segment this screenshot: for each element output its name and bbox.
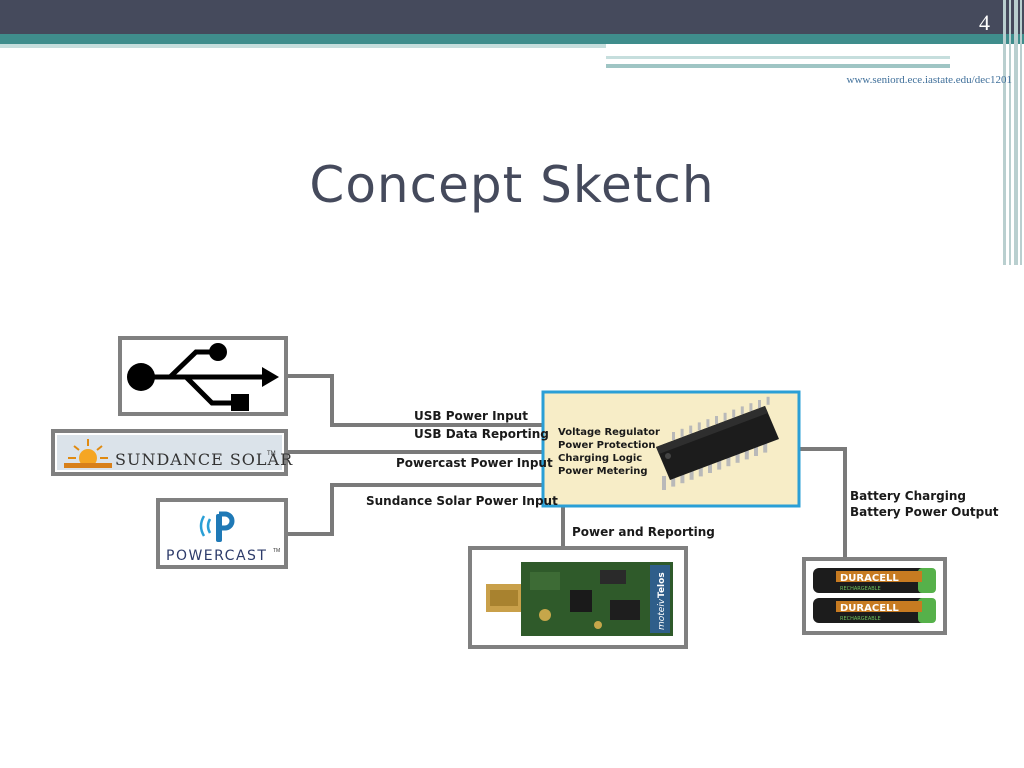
label-battery-charging: Battery Charging xyxy=(850,489,966,503)
wire-powercast xyxy=(286,483,543,536)
vertical-stripe xyxy=(1014,0,1018,265)
chip-pin xyxy=(717,455,722,470)
telos-board-icon: moteiv Telos xyxy=(486,562,673,636)
chip-pin xyxy=(735,448,740,463)
chip-pin xyxy=(732,409,736,418)
function-voltage-regulator: Voltage Regulator xyxy=(558,427,660,438)
chip-pin xyxy=(763,438,768,453)
header-accent-stripe xyxy=(0,34,1024,44)
powercast-tm: TM xyxy=(273,548,280,554)
vertical-stripe xyxy=(1020,0,1022,265)
duracell-logo-text: DURACELL xyxy=(840,603,899,614)
telos-brand: moteiv xyxy=(657,598,667,630)
battery-icon: DURACELL RECHARGEABLE xyxy=(813,598,936,623)
chip-pin xyxy=(672,432,675,440)
duracell-sub-text: RECHARGEABLE xyxy=(840,586,881,592)
chip-pin xyxy=(740,406,744,415)
chip-pin xyxy=(698,462,703,477)
chip-pin xyxy=(754,442,758,456)
powercast-box: POWERCAST TM xyxy=(156,498,288,569)
usb-box xyxy=(118,336,288,416)
chip-pin xyxy=(708,459,712,473)
slide-number: 4 xyxy=(979,10,990,35)
sun-icon xyxy=(64,439,112,468)
label-battery-power-output: Battery Power Output xyxy=(850,505,999,519)
header-light-stripe xyxy=(0,44,610,48)
chip-pin xyxy=(662,476,666,490)
header-right-line xyxy=(606,64,950,68)
wire-battery xyxy=(799,447,847,560)
label-usb-data-reporting: USB Data Reporting xyxy=(414,427,549,441)
battery-icon: DURACELL RECHARGEABLE xyxy=(813,568,936,593)
powercast-p-icon xyxy=(199,511,235,542)
wires xyxy=(286,374,847,560)
usb-icon xyxy=(127,343,279,411)
chip-pin xyxy=(723,412,727,421)
source-url: www.seniord.ece.iastate.edu/dec1201 xyxy=(846,74,1012,86)
controller-box: Voltage Regulator Power Protection Charg… xyxy=(541,390,801,508)
chip-pin xyxy=(744,445,749,460)
label-usb-power-input: USB Power Input xyxy=(414,409,528,423)
label-power-and-reporting: Power and Reporting xyxy=(572,525,715,539)
chip-pin xyxy=(766,396,770,405)
function-charging-logic: Charging Logic xyxy=(558,453,642,464)
telos-box: moteiv Telos xyxy=(468,546,688,649)
chip-pin xyxy=(715,416,718,424)
duracell-sub-text: RECHARGEABLE xyxy=(840,616,881,622)
sundance-logo-text: SUNDANCE SOLAR xyxy=(115,450,293,469)
chip-pin xyxy=(706,419,710,428)
telos-name: Telos xyxy=(657,572,667,598)
label-powercast-power-input: Powercast Power Input xyxy=(396,456,553,470)
chip-pin xyxy=(697,422,701,431)
header-right-line xyxy=(606,56,950,59)
chip-pin xyxy=(689,425,693,434)
function-power-protection: Power Protection xyxy=(558,440,655,451)
chip-pin xyxy=(671,472,676,487)
chip-pin xyxy=(726,452,731,467)
label-sundance-solar-power-input: Sundance Solar Power Input xyxy=(366,494,558,508)
chip-pin xyxy=(680,469,685,484)
sundance-box: SUNDANCE SOLAR TM xyxy=(51,429,293,476)
page-title: Concept Sketch xyxy=(309,156,715,214)
vertical-stripe xyxy=(1009,0,1011,265)
chip-pin xyxy=(749,403,753,412)
chip-pin xyxy=(689,465,694,480)
vertical-stripe xyxy=(1003,0,1006,265)
function-power-metering: Power Metering xyxy=(558,466,648,477)
powercast-logo-text: POWERCAST xyxy=(166,548,267,564)
duracell-logo-text: DURACELL xyxy=(840,573,899,584)
wire-usb xyxy=(286,374,543,427)
chip-pin xyxy=(758,400,761,408)
chip-pin xyxy=(680,428,684,437)
ic-chip-icon xyxy=(656,396,779,490)
battery-box: DURACELL RECHARGEABLE DURACELL RECHARGEA… xyxy=(802,557,947,635)
sundance-tm: TM xyxy=(267,451,276,457)
header-band xyxy=(0,0,1024,34)
